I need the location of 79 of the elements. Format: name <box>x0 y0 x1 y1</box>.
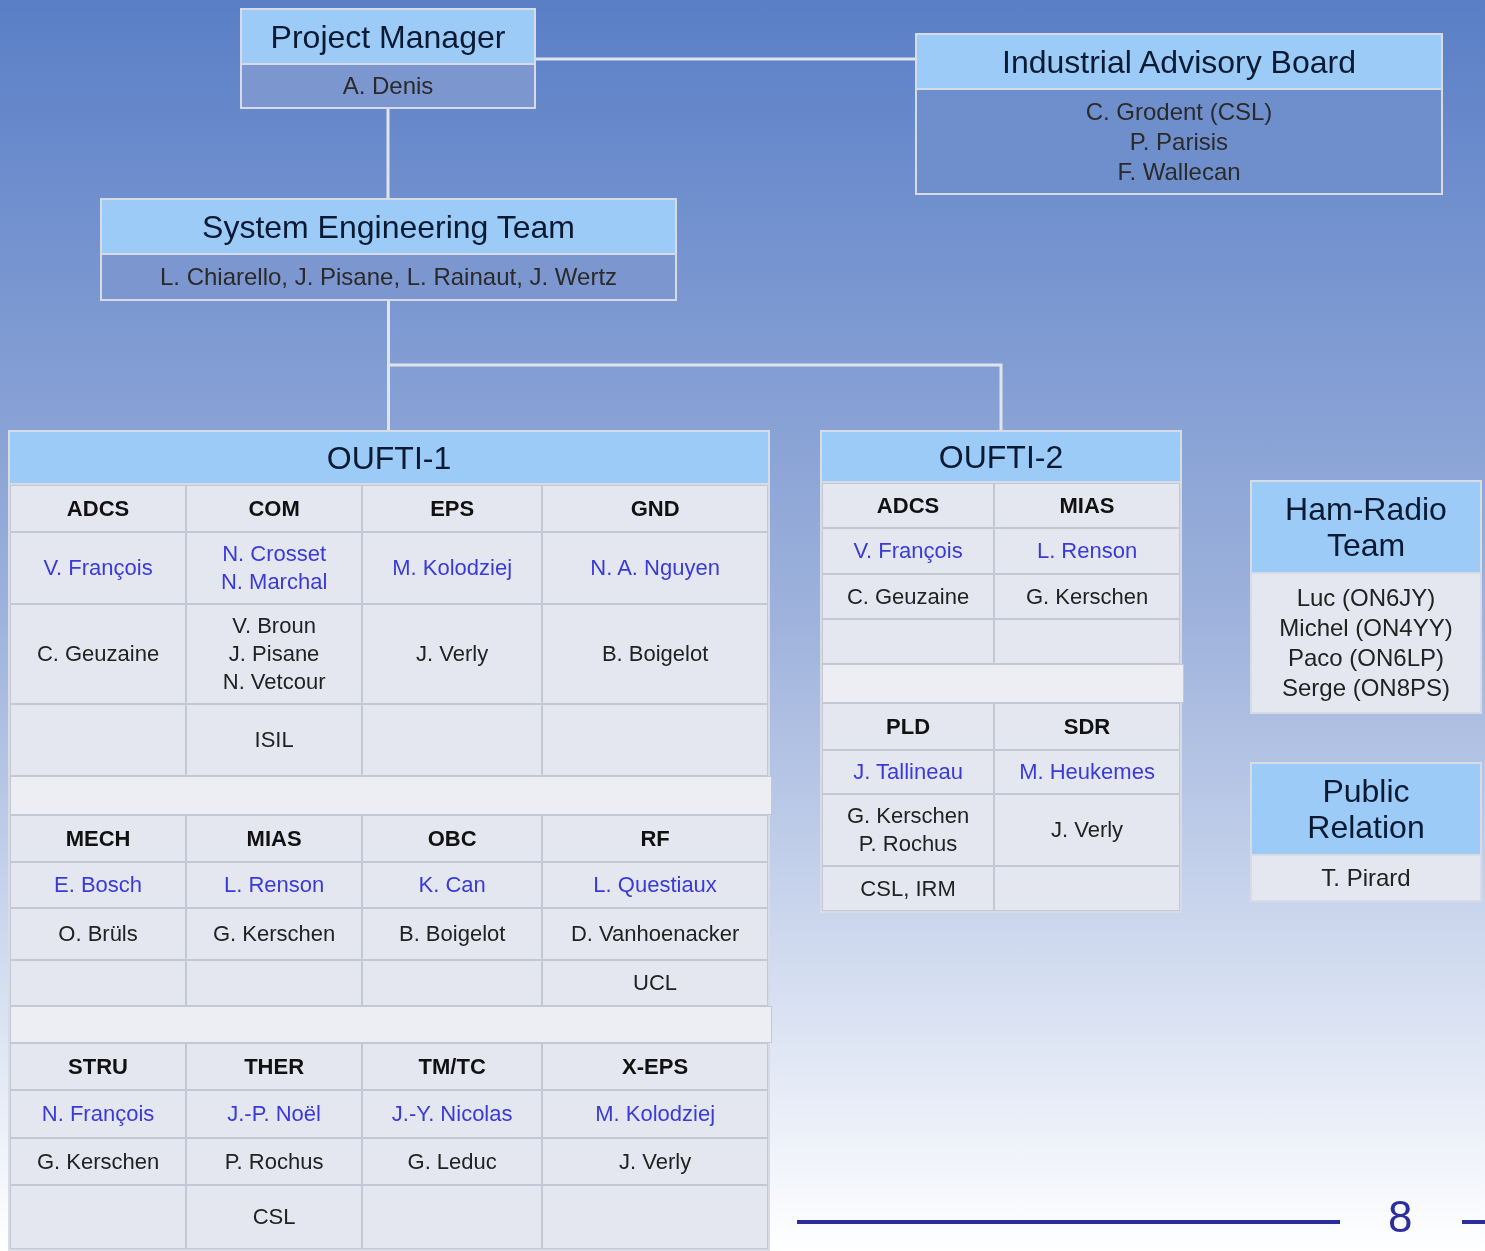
lead-member-name: L. Renson <box>186 862 363 908</box>
subsystem-heading: COM <box>186 485 363 532</box>
member-name: L. Chiarello, J. Pisane, L. Rainaut, J. Wertz <box>159 262 618 292</box>
lead-member-name: J. Tallineau <box>822 750 995 794</box>
member-name: V. Broun J. Pisane N. Vetcour <box>186 604 363 704</box>
connector-line <box>536 57 915 61</box>
member-name: O. Brüls <box>10 908 187 960</box>
lead-member-name: L. Questiaux <box>542 862 768 908</box>
member-name: CSL <box>186 1185 363 1249</box>
member-name: Serge (ON8PS) <box>1281 673 1451 703</box>
member-name: G. Kerschen <box>10 1138 187 1185</box>
lead-member-name: K. Can <box>362 862 543 908</box>
subsystem-heading: EPS <box>362 485 543 532</box>
subsystem-heading: ADCS <box>10 485 187 532</box>
lead-member-name: V. François <box>822 528 995 574</box>
member-name: G. Leduc <box>362 1138 543 1185</box>
org-box <box>1250 480 1482 714</box>
subsystem-heading: MIAS <box>186 815 363 862</box>
member-name: G. Kerschen <box>994 574 1180 619</box>
member-name: A. Denis <box>342 71 434 101</box>
lead-member-name: J.-P. Noël <box>186 1090 363 1138</box>
member-name: F. Wallecan <box>1117 156 1241 187</box>
box-title: OUFTI-1 <box>10 432 768 485</box>
subsystem-heading: TM/TC <box>362 1043 543 1090</box>
member-name: ISIL <box>186 704 363 776</box>
subsystem-heading: ADCS <box>822 483 995 528</box>
member-name: B. Boigelot <box>362 908 543 960</box>
subsystem-heading: PLD <box>822 703 995 750</box>
member-name: J. Verly <box>362 604 543 704</box>
box-title: Public Relation <box>1252 764 1480 856</box>
page-number: 8 <box>1388 1192 1413 1242</box>
lead-member-name: N. François <box>10 1090 187 1138</box>
member-name: Paco (ON6LP) <box>1287 643 1445 673</box>
lead-member-name: J.-Y. Nicolas <box>362 1090 543 1138</box>
lead-member-name: M. Kolodziej <box>362 532 543 604</box>
lead-member-name: L. Renson <box>994 528 1180 574</box>
org-box <box>240 8 536 109</box>
lead-member-name: N. A. Nguyen <box>542 532 768 604</box>
member-name: UCL <box>542 960 768 1006</box>
subsystem-heading: RF <box>542 815 768 862</box>
lead-member-name: N. Crosset N. Marchal <box>186 532 363 604</box>
subsystem-heading: OBC <box>362 815 543 862</box>
member-name: C. Geuzaine <box>822 574 995 619</box>
member-name: B. Boigelot <box>542 604 768 704</box>
org-box <box>915 33 1443 195</box>
member-name: P. Parisis <box>1129 126 1229 157</box>
subsystem-heading: GND <box>542 485 768 532</box>
box-title: System Engineering Team <box>102 200 675 255</box>
member-name: G. Kerschen P. Rochus <box>822 794 995 866</box>
member-name: D. Vanhoenacker <box>542 908 768 960</box>
org-box <box>100 198 677 301</box>
member-name: G. Kerschen <box>186 908 363 960</box>
box-title: Project Manager <box>242 10 534 65</box>
member-name: P. Rochus <box>186 1138 363 1185</box>
org-box <box>1250 762 1482 902</box>
org-box <box>820 430 1182 913</box>
lead-member-name: M. Heukemes <box>994 750 1180 794</box>
subsystem-heading: X-EPS <box>542 1043 768 1090</box>
member-name: J. Verly <box>542 1138 768 1185</box>
subsystem-heading: MIAS <box>994 483 1180 528</box>
member-name: CSL, IRM <box>822 866 995 911</box>
box-title: Ham-Radio Team <box>1252 482 1480 574</box>
org-box <box>8 430 770 1251</box>
member-name: C. Geuzaine <box>10 604 187 704</box>
box-title: Industrial Advisory Board <box>917 35 1441 90</box>
member-name: T. Pirard <box>1321 863 1411 893</box>
member-name: Michel (ON4YY) <box>1279 613 1453 643</box>
subsystem-heading: MECH <box>10 815 187 862</box>
subsystem-heading: SDR <box>994 703 1180 750</box>
lead-member-name: E. Bosch <box>10 862 187 908</box>
connector-line <box>386 109 390 198</box>
subsystem-heading: THER <box>186 1043 363 1090</box>
member-name: Luc (ON6JY) <box>1296 583 1436 613</box>
member-name: J. Verly <box>994 794 1180 866</box>
lead-member-name: M. Kolodziej <box>542 1090 768 1138</box>
box-title: OUFTI-2 <box>822 432 1180 483</box>
lead-member-name: V. François <box>10 532 187 604</box>
subsystem-heading: STRU <box>10 1043 187 1090</box>
member-name: C. Grodent (CSL) <box>1085 96 1273 127</box>
